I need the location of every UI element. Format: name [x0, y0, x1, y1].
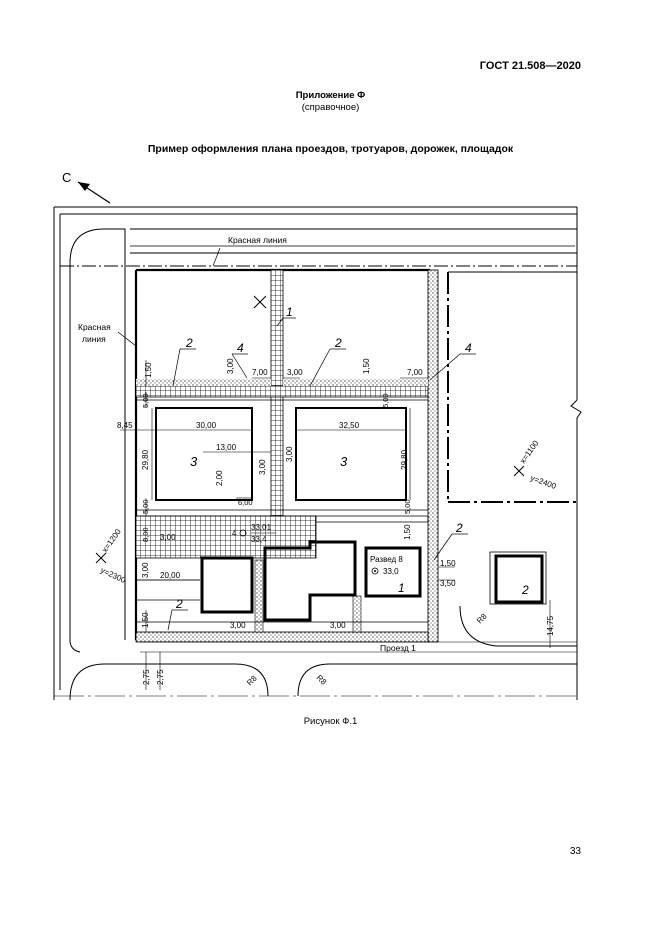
callout-4-right: 4 — [465, 341, 472, 355]
radius-r8-b: R8 — [315, 673, 329, 687]
north-label: С — [62, 170, 71, 185]
appendix-heading: Приложение Ф (справочное) — [0, 90, 661, 114]
dim-3-00-bottom-a: 3,00 — [230, 621, 246, 630]
dim-3-00-mid-b: 3,00 — [285, 446, 294, 462]
dim-7-00-left: 7,00 — [252, 368, 268, 377]
dim-5-00-right-bot: 5,00 — [403, 499, 412, 514]
north-arrow-icon: С — [62, 170, 111, 204]
walkway-tile-vertical — [270, 269, 284, 543]
callout-4-left: 4 — [237, 341, 244, 355]
coord-x-left: x=1200 — [100, 527, 123, 554]
dim-8-45: 8,45 — [117, 421, 133, 430]
dim-3-00-left: 3,00 — [141, 562, 150, 578]
dim-20-00: 20,00 — [160, 571, 181, 580]
coord-x-right: x=1100 — [518, 438, 541, 465]
dim-1-50-bottom: 1,50 — [141, 612, 150, 628]
building-main — [263, 540, 357, 622]
tile-plaza — [135, 515, 317, 559]
building-2 — [494, 554, 544, 604]
dim-1-50-well: 1,50 — [440, 559, 456, 568]
dim-5-00-right-top: 5,00 — [381, 393, 390, 408]
dim-7-00-right: 7,00 — [407, 368, 423, 377]
appendix-title: Приложение Ф — [295, 90, 366, 101]
dim-6-00: 6,00 — [238, 498, 253, 507]
dim-3-00-mid-a: 3,00 — [258, 459, 267, 475]
callout-2-mid: 2 — [334, 336, 342, 350]
standard-header: ГОСТ 21.508—2020 — [479, 60, 581, 72]
dim-32-50: 32,50 — [339, 421, 360, 430]
dim-8-00: 8,00 — [141, 527, 150, 542]
dim-13-00: 13,00 — [216, 443, 237, 452]
dim-2-75-a: 2,75 — [142, 669, 151, 685]
dim-1-50-right: 1,50 — [403, 524, 412, 540]
dim-29-80-right: 29,80 — [400, 449, 409, 470]
callout-2-right: 2 — [455, 521, 463, 535]
dim-29-80-left: 29,80 — [141, 449, 150, 470]
dim-3-00-plaza: 3,00 — [160, 533, 176, 542]
dim-5-00-left-top: 5,00 — [141, 393, 150, 408]
dim-3-00-vert: 3,00 — [226, 358, 235, 374]
elevation-bottom: 33,4 — [251, 535, 267, 544]
sidewalk-right — [427, 269, 439, 643]
callout-2-left: 2 — [185, 336, 193, 350]
red-line-left-label: Красная — [78, 322, 111, 332]
building-left — [200, 556, 254, 614]
coord-y-left: y=2300 — [99, 566, 127, 586]
dim-1-50-vert: 1,50 — [362, 358, 371, 374]
dim-14-75: 14,75 — [546, 615, 555, 636]
well-elevation: 33,0 — [383, 567, 399, 576]
red-line-left-label-2: линия — [82, 334, 106, 344]
radius-r8-a: R8 — [245, 673, 259, 687]
road-label: Проезд 1 — [380, 643, 416, 653]
dim-3-00-top: 3,00 — [287, 368, 303, 377]
red-line-label: Красная линия — [228, 235, 287, 245]
radius-r8-c: R8 — [475, 611, 489, 625]
dim-30-00: 30,00 — [196, 421, 217, 430]
dim-3-50: 3,50 — [440, 579, 456, 588]
sidewalk-bottom — [135, 631, 429, 643]
dim-2-00: 2,00 — [215, 470, 224, 486]
dim-5-00-left-bot: 5,00 — [141, 499, 150, 514]
elevation-top: 33,01 — [251, 523, 272, 532]
dim-2-75-b: 2,75 — [156, 669, 165, 685]
building-1 — [364, 546, 422, 598]
coord-y-right: y=2400 — [529, 473, 557, 491]
callout-1-building: 1 — [398, 581, 405, 595]
appendix-kind: (справочное) — [301, 102, 360, 113]
callout-1: 1 — [286, 305, 293, 319]
callout-2-bottom: 2 — [175, 597, 183, 611]
well-name: Развед 8 — [370, 555, 403, 564]
dim-1-50-left: 1,50 — [144, 362, 153, 378]
elevation-marker-num: 4 — [232, 529, 237, 538]
playground-left — [155, 407, 253, 501]
dim-3-00-bottom-b: 3,00 — [330, 621, 346, 630]
callout-3-right: 3 — [340, 454, 348, 469]
playground-right — [295, 407, 407, 501]
callout-2-building: 2 — [521, 583, 529, 597]
figure-title: Пример оформления плана проездов, тротуа… — [147, 143, 514, 155]
callout-3-left: 3 — [190, 454, 198, 469]
figure-caption: Рисунок Ф.1 — [303, 716, 358, 727]
page-number: 33 — [569, 846, 581, 857]
